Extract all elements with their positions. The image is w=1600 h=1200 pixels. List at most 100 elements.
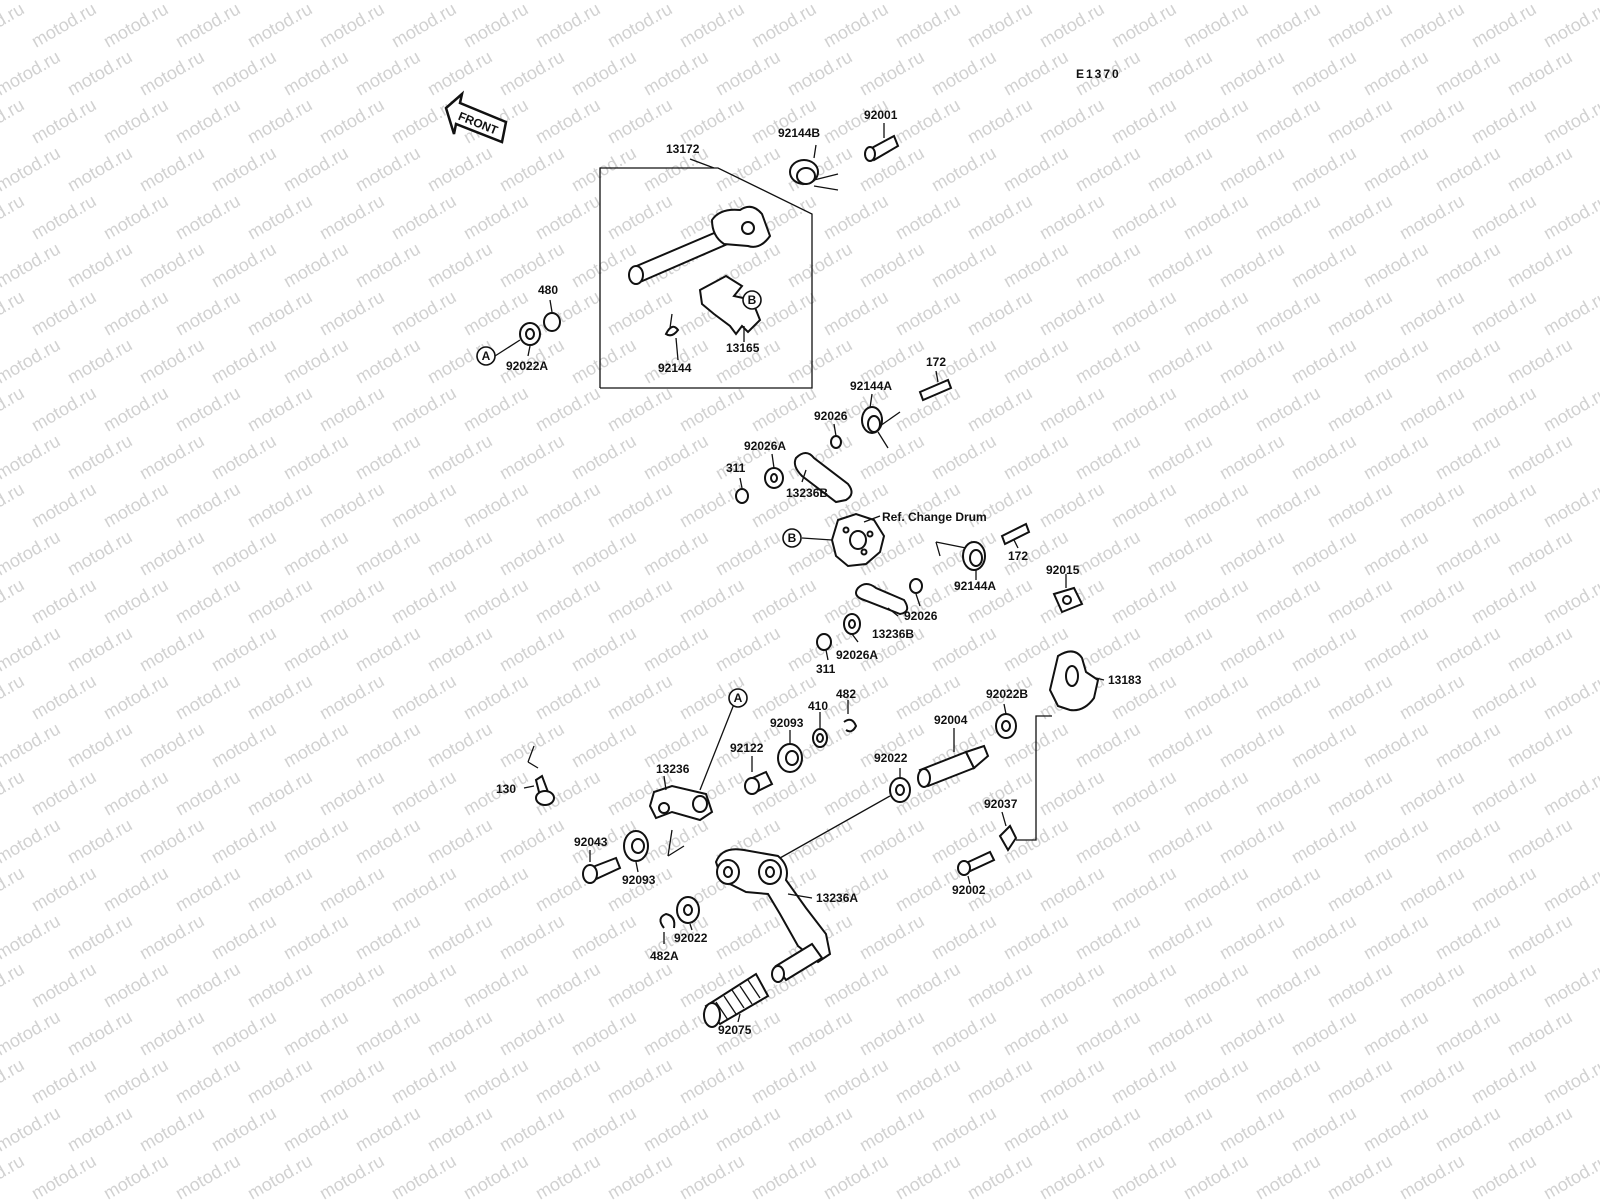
watermark-text: motod.ru [964, 1151, 1036, 1200]
watermark-text: motod.ru [172, 767, 244, 820]
watermark-text: motod.ru [1072, 239, 1144, 292]
watermark-text: motod.ru [1000, 47, 1072, 100]
watermark-text: motod.ru [712, 47, 784, 100]
watermark-text: motod.ru [604, 1151, 676, 1200]
watermark-text: motod.ru [532, 671, 604, 724]
watermark-text: motod.ru [388, 383, 460, 436]
label-92144B: 92144B [778, 126, 820, 140]
watermark-text: motod.ru [1432, 1103, 1504, 1156]
watermark-text: motod.ru [136, 0, 208, 3]
ref-change-drum-label: Ref. Change Drum [882, 510, 987, 524]
arm-13236B-b [855, 583, 909, 616]
watermark-text: motod.ru [244, 479, 316, 532]
watermark-text: motod.ru [1540, 479, 1600, 532]
watermark-text: motod.ru [604, 383, 676, 436]
watermark-text: motod.ru [568, 0, 640, 3]
watermark-text: motod.ru [568, 911, 640, 964]
watermark-text: motod.ru [496, 815, 568, 868]
watermark-text: motod.ru [1252, 767, 1324, 820]
watermark-text: motod.ru [424, 47, 496, 100]
lever-13236 [648, 784, 714, 822]
watermark-text: motod.ru [316, 383, 388, 436]
watermark-text: motod.ru [676, 575, 748, 628]
watermark-text: motod.ru [1036, 479, 1108, 532]
pin-172-b [1000, 522, 1031, 546]
watermark-text: motod.ru [1288, 239, 1360, 292]
watermark-text: motod.ru [1072, 527, 1144, 580]
watermark-text: motod.ru [1360, 911, 1432, 964]
watermark-text: motod.ru [1216, 143, 1288, 196]
watermark-text: motod.ru [172, 95, 244, 148]
watermark-text: motod.ru [1324, 767, 1396, 820]
watermark-text: motod.ru [1036, 191, 1108, 244]
watermark-text: motod.ru [28, 671, 100, 724]
watermark-text: motod.ru [712, 143, 784, 196]
watermark-text: motod.ru [1036, 95, 1108, 148]
circlip-482A [659, 912, 676, 929]
footpeg-rubber-92075 [703, 972, 770, 1028]
watermark-text: motod.ru [1144, 911, 1216, 964]
watermark-text: motod.ru [28, 575, 100, 628]
watermark-text: motod.ru [0, 1151, 28, 1200]
watermark-text: motod.ru [568, 143, 640, 196]
label-410: 410 [808, 699, 828, 713]
watermark-text: motod.ru [1432, 0, 1504, 3]
watermark-text: motod.ru [640, 1007, 712, 1060]
watermark-text: motod.ru [64, 1103, 136, 1156]
watermark-text: motod.ru [532, 383, 604, 436]
watermark-text: motod.ru [496, 1007, 568, 1060]
watermark-text: motod.ru [352, 527, 424, 580]
watermark-text: motod.ru [532, 191, 604, 244]
watermark-text: motod.ru [460, 863, 532, 916]
watermark-text: motod.ru [856, 1103, 928, 1156]
watermark-text: motod.ru [1468, 767, 1540, 820]
watermark-text: motod.ru [1072, 815, 1144, 868]
circlip-482 [843, 718, 858, 733]
watermark-text: motod.ru [64, 719, 136, 772]
watermark-text: motod.ru [1216, 719, 1288, 772]
watermark-text: motod.ru [1216, 1103, 1288, 1156]
watermark-text: motod.ru [1288, 815, 1360, 868]
watermark-text: motod.ru [640, 1103, 712, 1156]
watermark-text: motod.ru [1324, 0, 1396, 51]
watermark-text: motod.ru [316, 1151, 388, 1200]
group-bracket [599, 167, 813, 389]
watermark-text: motod.ru [0, 95, 28, 148]
watermark-text: motod.ru [1036, 863, 1108, 916]
watermark-text: motod.ru [1432, 47, 1504, 100]
watermark-text: motod.ru [1396, 959, 1468, 1012]
bolt-92002 [957, 850, 996, 876]
watermark-text: motod.ru [244, 0, 316, 51]
watermark-text: motod.ru [1360, 1007, 1432, 1060]
watermark-text: motod.ru [1144, 239, 1216, 292]
watermark-text: motod.ru [568, 623, 640, 676]
watermark-text: motod.ru [496, 623, 568, 676]
watermark-text: motod.ru [604, 287, 676, 340]
shift-pedal-13236A [714, 848, 832, 983]
watermark-text: motod.ru [1504, 431, 1576, 484]
watermark-text: motod.ru [1216, 239, 1288, 292]
watermark-text: motod.ru [1432, 239, 1504, 292]
watermark-text: motod.ru [1324, 959, 1396, 1012]
watermark-text: motod.ru [1144, 47, 1216, 100]
watermark-text: motod.ru [1180, 863, 1252, 916]
watermark-text: motod.ru [280, 239, 352, 292]
label-92004: 92004 [934, 713, 968, 727]
pivot-bolt-92004 [917, 744, 990, 788]
watermark-text: motod.ru [1108, 287, 1180, 340]
watermark-text: motod.ru [892, 0, 964, 51]
watermark-text: motod.ru [1180, 959, 1252, 1012]
watermark-text: motod.ru [1360, 527, 1432, 580]
watermark-text: motod.ru [280, 527, 352, 580]
watermark-text: motod.ru [208, 143, 280, 196]
watermark-text: motod.ru [1180, 671, 1252, 724]
watermark-text: motod.ru [100, 383, 172, 436]
label-92144A-a: 92144A [850, 379, 892, 393]
watermark-text: motod.ru [1324, 575, 1396, 628]
watermark-text: motod.ru [0, 191, 28, 244]
label-13236: 13236 [656, 762, 690, 776]
watermark-text: motod.ru [208, 0, 280, 3]
watermark-text: motod.ru [172, 1151, 244, 1200]
watermark-text: motod.ru [1000, 239, 1072, 292]
watermark-text: motod.ru [0, 1055, 28, 1108]
